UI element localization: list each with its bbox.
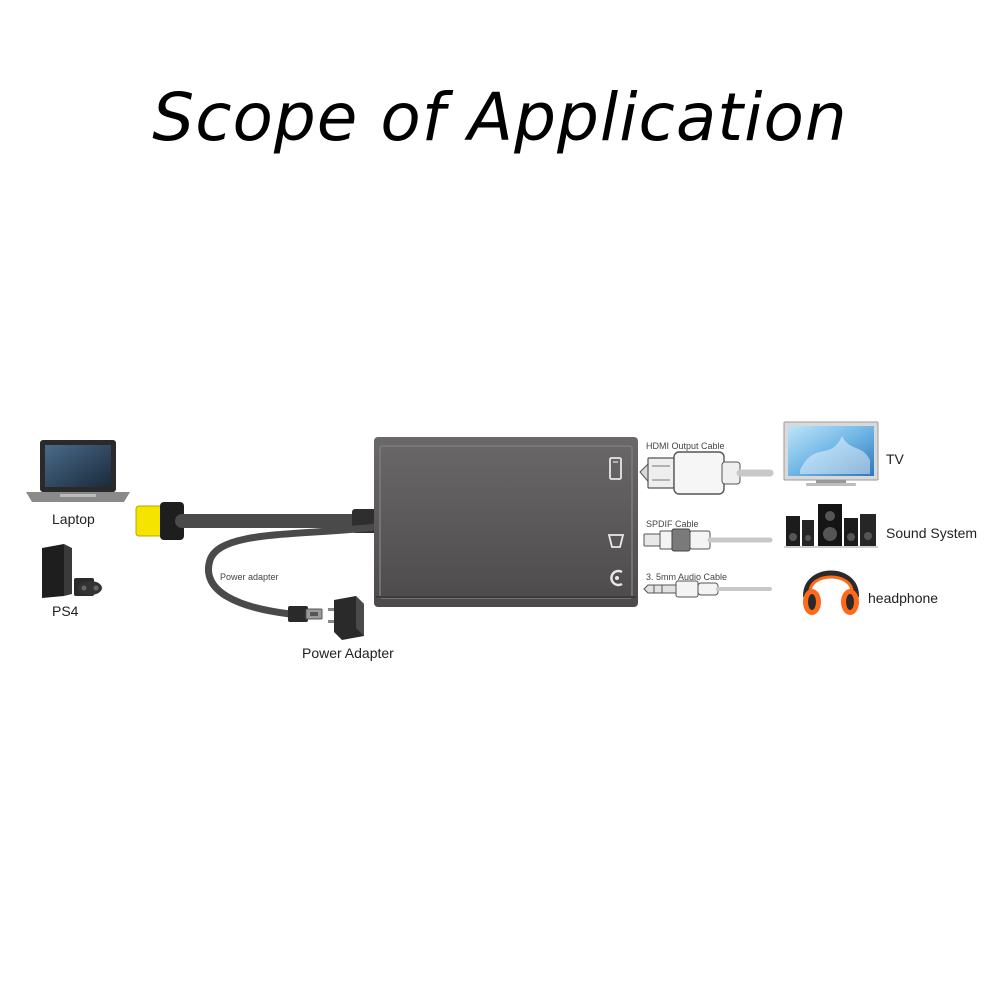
ps4-label: PS4 bbox=[52, 604, 78, 618]
headphone-label: headphone bbox=[868, 591, 938, 605]
power-adapter-label: Power Adapter bbox=[302, 646, 394, 660]
hub-body bbox=[374, 437, 638, 607]
laptop-icon bbox=[26, 440, 130, 502]
tv-label: TV bbox=[886, 452, 904, 466]
audio-cable-label: 3. 5mm Audio Cable bbox=[646, 573, 727, 582]
ps4-icon bbox=[42, 544, 102, 598]
hdmi-cable-label: HDMI Output Cable bbox=[646, 442, 725, 451]
laptop-label: Laptop bbox=[52, 512, 95, 526]
hdmi-output-cable-icon bbox=[640, 452, 770, 494]
headphone-icon bbox=[803, 574, 859, 616]
spdif-cable-label: SPDIF Cable bbox=[646, 520, 699, 529]
usb-plug-icon bbox=[288, 606, 322, 622]
sound-system-label: Sound System bbox=[886, 526, 977, 540]
power-cable-label: Power adapter bbox=[220, 573, 279, 582]
tv-icon bbox=[784, 422, 878, 486]
spdif-cable-icon bbox=[644, 529, 770, 551]
audio-cable-icon bbox=[644, 581, 770, 597]
power-adapter-icon bbox=[328, 596, 364, 640]
sound-system-icon bbox=[784, 504, 878, 548]
